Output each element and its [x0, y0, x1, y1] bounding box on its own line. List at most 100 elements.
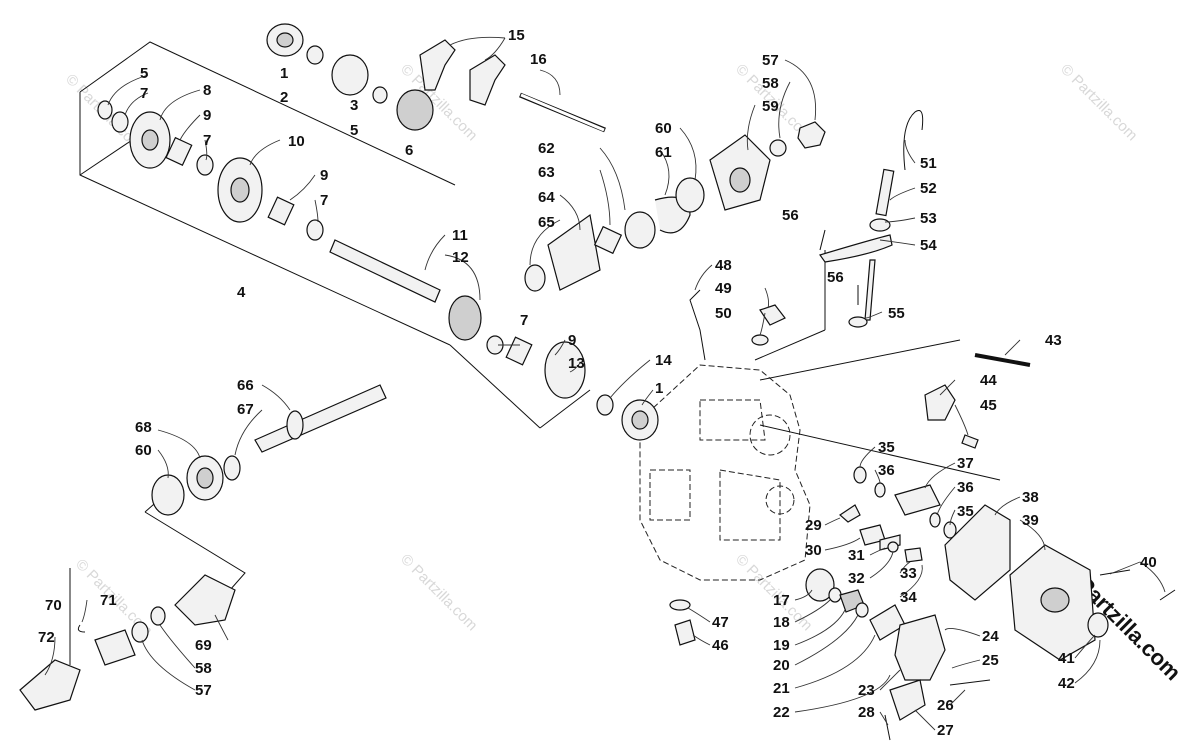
washer-7c	[306, 219, 324, 241]
hub-12	[448, 295, 482, 341]
callout-label: 41	[1058, 650, 1075, 667]
bearing-62	[624, 211, 656, 249]
callout-label: 26	[937, 697, 954, 714]
callout-label: 1	[655, 380, 663, 397]
washer-35	[853, 466, 867, 484]
bearing-9b	[267, 196, 295, 226]
callout-label: 47	[712, 614, 729, 631]
bearing-9	[165, 136, 193, 166]
callout-label: 5	[140, 65, 148, 82]
cable-51	[903, 110, 924, 171]
ring-36	[874, 482, 886, 498]
washer-58-lower	[150, 606, 166, 626]
callout-label: 66	[237, 377, 254, 394]
ujoint-71	[94, 629, 136, 666]
callout-label: 70	[45, 597, 62, 614]
gear-44	[924, 384, 956, 421]
nut-57	[797, 121, 826, 149]
callout-label: 48	[715, 257, 732, 274]
callout-label: 28	[858, 704, 875, 721]
callout-label: 54	[920, 237, 937, 254]
bolt-28	[884, 714, 891, 741]
callout-label: 56	[827, 269, 844, 286]
callout-label: 33	[900, 565, 917, 582]
callout-label: 7	[203, 132, 211, 149]
plug-33	[904, 547, 923, 563]
callout-label: 2	[280, 89, 288, 106]
callout-label: 59	[762, 98, 779, 115]
bearing-17	[805, 568, 835, 602]
callout-label: 71	[100, 592, 117, 609]
callout-label: 19	[773, 637, 790, 654]
shift-fork-15a	[419, 39, 456, 91]
callout-label: 29	[805, 517, 822, 534]
breather-48	[689, 289, 706, 361]
callout-label: 64	[538, 189, 555, 206]
callout-label: 45	[980, 397, 997, 414]
callout-label: 61	[655, 144, 672, 161]
gear-case-housing	[639, 250, 1001, 581]
oring-67	[223, 455, 241, 481]
callout-label: 42	[1058, 675, 1075, 692]
callout-label: 60	[135, 442, 152, 459]
callout-label: 40	[1140, 554, 1157, 571]
callout-label: 17	[773, 592, 790, 609]
callout-label: 6	[405, 142, 413, 159]
callout-label: 52	[920, 180, 937, 197]
callout-label: 69	[195, 637, 212, 654]
callout-label: 39	[1022, 512, 1039, 529]
seal-57-lower	[131, 621, 149, 643]
callout-label: 9	[203, 107, 211, 124]
callout-label: 23	[858, 682, 875, 699]
callout-label: 34	[900, 589, 917, 606]
callout-label: 31	[848, 547, 865, 564]
callout-label: 3	[350, 97, 358, 114]
elbow-27	[889, 679, 926, 721]
washer-58	[769, 139, 787, 157]
yoke-72	[19, 659, 81, 711]
gasket-38	[944, 504, 1011, 601]
snap-ring-5-left	[97, 100, 113, 120]
snap-ring-5	[372, 86, 388, 104]
pin-43	[974, 353, 1031, 367]
callout-label: 57	[762, 52, 779, 69]
housing-24	[894, 614, 946, 681]
callout-label: 36	[878, 462, 895, 479]
clip-71	[77, 624, 86, 633]
callout-label: 56	[782, 207, 799, 224]
callout-label: 8	[203, 82, 211, 99]
callout-label: 5	[350, 122, 358, 139]
clip-29	[839, 504, 861, 523]
shaft-11	[329, 239, 441, 303]
assembly-brackets	[69, 41, 591, 665]
yoke-69	[174, 574, 236, 626]
callout-label: 7	[520, 312, 528, 329]
bolt-26	[949, 679, 991, 686]
ball-32	[887, 541, 899, 553]
screw-56a	[819, 229, 826, 251]
watermark-text: © Partzilla.com	[397, 551, 480, 634]
callout-label: 16	[530, 51, 547, 68]
seal-60-lower	[151, 474, 185, 516]
callout-label: 35	[878, 439, 895, 456]
callout-label: 14	[655, 352, 672, 369]
callout-label: 38	[1022, 489, 1039, 506]
callout-label: 12	[452, 249, 469, 266]
callout-label: 63	[538, 164, 555, 181]
bearing-9c	[505, 336, 533, 366]
callout-label: 36	[957, 479, 974, 496]
spacer-63	[593, 225, 623, 255]
callout-label: 21	[773, 680, 790, 697]
callout-label: 37	[957, 455, 974, 472]
callout-label: 32	[848, 570, 865, 587]
callout-label: 11	[452, 227, 468, 244]
bolt-40	[1099, 569, 1131, 576]
washer-47	[669, 599, 691, 611]
gear-3	[331, 54, 369, 96]
callout-label: 22	[773, 704, 790, 721]
callout-label: 35	[957, 503, 974, 520]
callout-labels: 1 2 3 5 6 15 16 5 7 8 9 7 10 9 7 4 11 12…	[38, 27, 1157, 739]
ring-36b	[929, 512, 941, 528]
clutch-6	[396, 89, 434, 131]
